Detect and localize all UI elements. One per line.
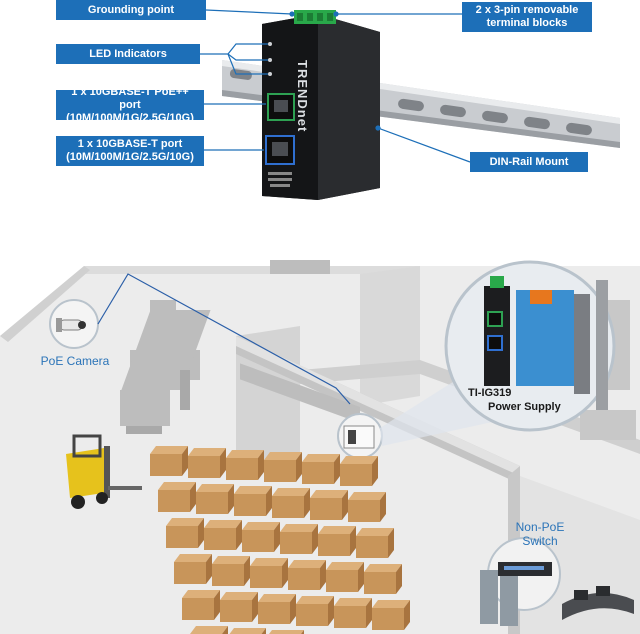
callout-grounding-point: Grounding point bbox=[56, 0, 206, 20]
callout-led-indicators: LED Indicators bbox=[56, 44, 200, 64]
label-poe-camera: PoE Camera bbox=[40, 354, 110, 368]
box bbox=[272, 488, 310, 518]
box-grid bbox=[150, 446, 410, 634]
box bbox=[204, 520, 242, 550]
box bbox=[258, 594, 296, 624]
led-indicator bbox=[268, 58, 272, 62]
box bbox=[242, 522, 280, 552]
box bbox=[250, 558, 288, 588]
forklift-icon bbox=[66, 434, 142, 509]
box bbox=[302, 454, 340, 484]
box bbox=[348, 492, 386, 522]
product-diagram bbox=[200, 9, 620, 200]
box bbox=[226, 450, 264, 480]
label-power-supply: Power Supply bbox=[488, 401, 561, 413]
box bbox=[158, 482, 196, 512]
callout-ethernet-port: 1 x 10GBASE-T port (10M/100M/1G/2.5G/10G… bbox=[56, 136, 204, 166]
box bbox=[190, 626, 228, 634]
box bbox=[234, 486, 272, 516]
box bbox=[150, 446, 188, 476]
switch-device bbox=[262, 10, 380, 200]
box bbox=[174, 554, 212, 584]
box bbox=[280, 524, 318, 554]
box bbox=[212, 556, 250, 586]
inset-equipment bbox=[484, 276, 608, 410]
callout-poe-port: 1 x 10GBASE-T PoE++ port (10M/100M/1G/2.… bbox=[56, 86, 204, 124]
box bbox=[372, 600, 410, 630]
label-non-poe-switch: Non-PoE Switch bbox=[515, 520, 565, 548]
box bbox=[318, 526, 356, 556]
box bbox=[264, 452, 302, 482]
label-model: TI-IG319 bbox=[468, 387, 512, 399]
box bbox=[326, 562, 364, 592]
camera-icon bbox=[56, 318, 86, 332]
box bbox=[288, 560, 326, 590]
box bbox=[340, 456, 378, 486]
device-brand: TRENDnet bbox=[295, 60, 310, 133]
box bbox=[356, 528, 394, 558]
callout-din-rail: DIN-Rail Mount bbox=[470, 152, 588, 172]
box bbox=[196, 484, 234, 514]
led-indicator bbox=[268, 42, 272, 46]
box bbox=[364, 564, 402, 594]
box bbox=[296, 596, 334, 626]
facility-scene bbox=[0, 260, 640, 634]
box bbox=[310, 490, 348, 520]
box bbox=[269, 630, 304, 634]
callout-terminal-blocks: 2 x 3-pin removable terminal blocks bbox=[462, 2, 592, 32]
box bbox=[229, 628, 266, 634]
box bbox=[188, 448, 226, 478]
box bbox=[182, 590, 220, 620]
box bbox=[220, 592, 258, 622]
box bbox=[166, 518, 204, 548]
switch-icon bbox=[498, 562, 552, 576]
box bbox=[334, 598, 372, 628]
led-indicator bbox=[268, 72, 272, 76]
